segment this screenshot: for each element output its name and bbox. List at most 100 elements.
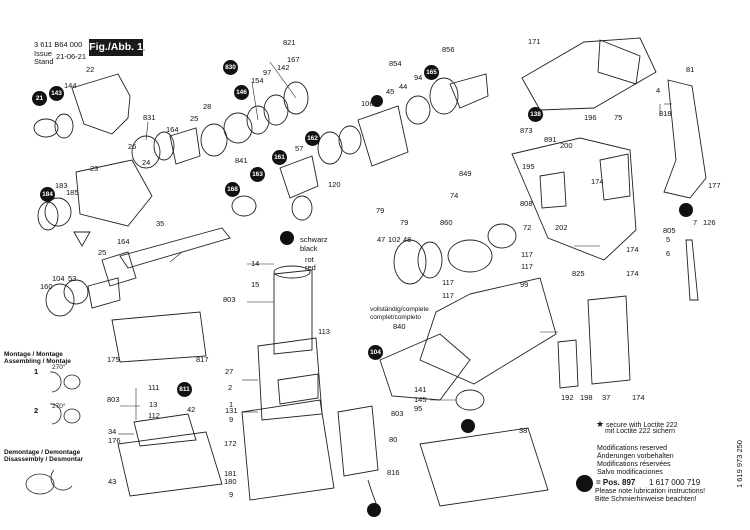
part-label: 154 bbox=[251, 76, 264, 85]
part-label: 172 bbox=[224, 439, 237, 448]
angle-2: 270° bbox=[52, 403, 66, 410]
part-label: 181 bbox=[224, 469, 237, 478]
part-label: 97 bbox=[263, 68, 272, 77]
part-label: 94 bbox=[414, 73, 423, 82]
circled-ref: 143 bbox=[49, 86, 64, 101]
part-label: 38 bbox=[519, 426, 528, 435]
part-label: 9 bbox=[229, 415, 234, 424]
circled-ref: 165 bbox=[424, 65, 439, 80]
circled-ref: 138 bbox=[528, 107, 543, 122]
issue-date: 21-06-21 bbox=[56, 52, 87, 61]
part-label: 80 bbox=[389, 435, 398, 444]
part-label: 72 bbox=[523, 223, 532, 232]
step-1: 1 bbox=[34, 367, 39, 376]
part-label: 42 bbox=[187, 405, 196, 414]
part-label: 195 bbox=[522, 162, 535, 171]
complete-label-2: complet/completo bbox=[370, 314, 421, 321]
part-label: 167 bbox=[287, 55, 300, 64]
part-label: 196 bbox=[584, 113, 597, 122]
part-label: 5 bbox=[666, 235, 671, 244]
part-label: 102 bbox=[388, 235, 401, 244]
figure-label: Fig./Abb. 1 bbox=[89, 39, 143, 56]
part-label: 34 bbox=[108, 427, 117, 436]
wire-label-black: black bbox=[300, 244, 318, 253]
part-label: 27 bbox=[225, 367, 234, 376]
part-label: 9 bbox=[229, 490, 234, 499]
part-label: 117 bbox=[442, 291, 454, 300]
part-label: 174 bbox=[632, 393, 645, 402]
angle-1: 270° bbox=[52, 364, 66, 371]
part-label: 79 bbox=[400, 218, 409, 227]
part-label: 174 bbox=[626, 269, 639, 278]
part-label: 164 bbox=[166, 125, 179, 134]
part-label: 4 bbox=[656, 86, 661, 95]
demontage-title-1: Demontage / Demontage bbox=[4, 449, 81, 456]
part-label: 95 bbox=[414, 404, 423, 413]
issue-label: Issue bbox=[34, 49, 52, 58]
circled-ref: 146 bbox=[234, 85, 249, 100]
part-label: 81 bbox=[686, 65, 695, 74]
part-label: 26 bbox=[128, 142, 137, 151]
circled-ref: 104 bbox=[368, 345, 383, 360]
part-label: 1 bbox=[229, 400, 234, 409]
part-label: 24 bbox=[142, 158, 151, 167]
part-label: 13 bbox=[149, 400, 158, 409]
wire-label-schwarz: schwarz bbox=[300, 235, 328, 244]
part-label: 22 bbox=[86, 65, 95, 74]
part-label: 45 bbox=[386, 87, 395, 96]
part-label: 74 bbox=[450, 191, 459, 200]
part-label: 180 bbox=[224, 477, 237, 486]
part-label: 106 bbox=[361, 99, 374, 108]
complete-label-1: vollständig/complete bbox=[370, 306, 429, 313]
part-label: 2 bbox=[228, 383, 233, 392]
part-label: 175 bbox=[107, 355, 120, 364]
part-label: 131 bbox=[225, 406, 238, 415]
montage-title-2: Assembling / Montaje bbox=[4, 358, 71, 365]
part-label: 854 bbox=[389, 59, 402, 68]
part-label: 126 bbox=[703, 218, 716, 227]
circled-ref: 163 bbox=[250, 167, 265, 182]
modifications-en: Modifications reserved bbox=[597, 445, 668, 452]
part-label: 117 bbox=[521, 262, 533, 271]
part-label: 117 bbox=[442, 278, 454, 287]
part-label: 176 bbox=[108, 436, 121, 445]
part-label: 44 bbox=[399, 82, 408, 91]
part-label: 200 bbox=[560, 141, 573, 150]
part-label: 816 bbox=[387, 468, 400, 477]
part-label: 873 bbox=[520, 126, 533, 135]
circled-ref: 830 bbox=[223, 60, 238, 75]
part-label: 198 bbox=[580, 393, 593, 402]
part-label: 25 bbox=[98, 248, 107, 257]
part-label: 43 bbox=[108, 477, 117, 486]
circled-ref: 184 bbox=[40, 187, 55, 202]
part-label: 803 bbox=[223, 295, 236, 304]
part-label: 803 bbox=[107, 395, 120, 404]
part-label: 28 bbox=[203, 102, 212, 111]
part-label: 803 bbox=[391, 409, 404, 418]
doc-number: 3 611 B64 000 bbox=[34, 40, 83, 49]
part-label: 849 bbox=[459, 169, 472, 178]
montage-title-1: Montage / Montage bbox=[4, 351, 63, 358]
part-label: 53 bbox=[68, 274, 77, 283]
part-label: 120 bbox=[328, 180, 341, 189]
part-label: 174 bbox=[626, 245, 639, 254]
part-label: 57 bbox=[295, 144, 304, 153]
part-label: 25 bbox=[190, 114, 199, 123]
part-label: 171 bbox=[528, 37, 541, 46]
part-label: 111 bbox=[148, 383, 160, 392]
part-label: 14 bbox=[251, 259, 260, 268]
part-label: 15 bbox=[251, 280, 260, 289]
part-label: 164 bbox=[117, 237, 130, 246]
part-label: 113 bbox=[318, 327, 330, 336]
part-label: 808 bbox=[520, 199, 533, 208]
part-label: 99 bbox=[520, 280, 529, 289]
part-label: 142 bbox=[277, 63, 290, 72]
part-label: 818 bbox=[659, 109, 672, 118]
pos-label: = Pos. 897 bbox=[596, 478, 636, 487]
loctite-note-de: mit Loctite 222 sichern bbox=[605, 428, 676, 435]
part-label: 202 bbox=[555, 223, 568, 232]
circled-ref: 162 bbox=[305, 131, 320, 146]
part-label: 104 bbox=[52, 274, 65, 283]
modifications-fr: Modifications réservées bbox=[597, 461, 671, 468]
